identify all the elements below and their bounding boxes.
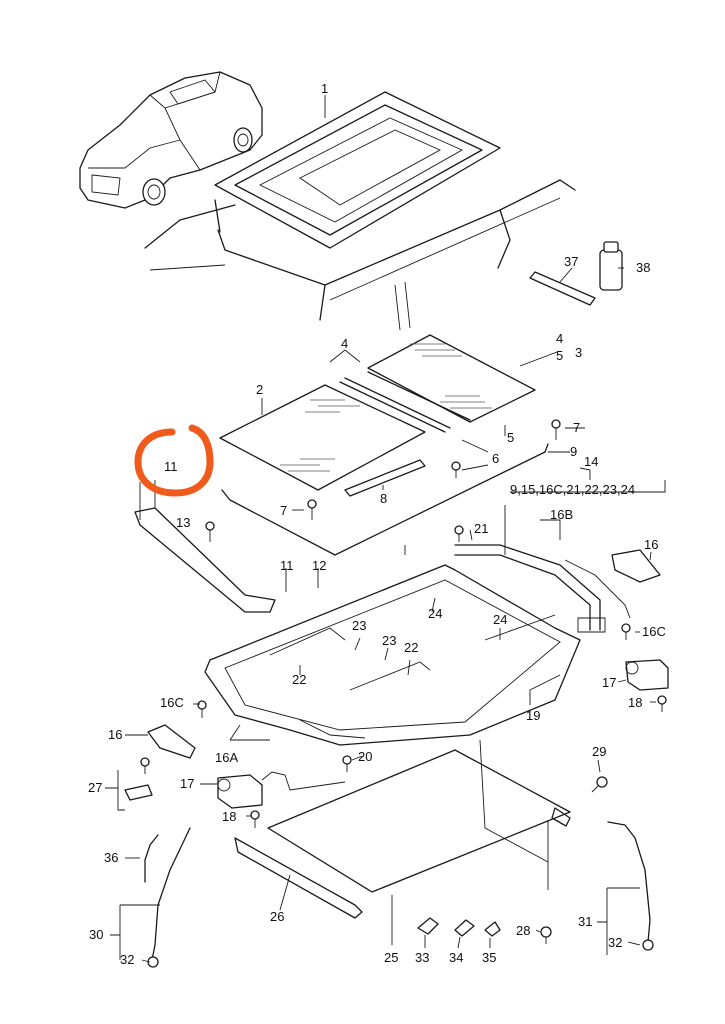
- highlight-circle: [134, 424, 214, 497]
- label-20: 20: [358, 749, 372, 764]
- leader-lines: [105, 95, 666, 963]
- roof-outline: [144, 179, 576, 331]
- label-11: 11: [280, 558, 294, 573]
- label-4: 4: [556, 331, 563, 346]
- part-26-shade-rail: [234, 837, 363, 919]
- car-thumbnail: [79, 71, 263, 209]
- label-29: 29: [592, 744, 606, 759]
- label-21: 21: [474, 521, 488, 536]
- label-17: 17: [602, 675, 616, 690]
- label-4: 4: [341, 336, 348, 351]
- label-36: 36: [104, 850, 118, 865]
- label-16C: 16C: [160, 695, 184, 710]
- label-14-list: 9,15,16C,21,22,23,24: [510, 482, 635, 497]
- screws: [140, 419, 667, 944]
- label-13: 13: [176, 515, 190, 530]
- label-38: 38: [636, 260, 650, 275]
- seal-strips: [339, 371, 471, 497]
- part-3-rear-glass: [367, 334, 536, 423]
- label-7: 7: [573, 420, 580, 435]
- label-14: 14: [584, 454, 598, 469]
- part-11-deflector: [134, 480, 276, 613]
- part-1-frame: [214, 91, 501, 249]
- label-22: 22: [292, 672, 306, 687]
- label-16: 16: [108, 727, 122, 742]
- part-17-motor-left: [217, 771, 346, 809]
- label-37: 37: [564, 254, 578, 269]
- label-32: 32: [608, 935, 622, 950]
- label-7: 7: [280, 503, 287, 518]
- part-14-guide-rail: [454, 544, 631, 633]
- part-19-main-frame: [204, 564, 581, 746]
- part-16-bracket-left: [147, 724, 196, 759]
- label-23: 23: [352, 618, 366, 633]
- part-37-grease-tube: [529, 271, 596, 306]
- label-25: 25: [384, 950, 398, 965]
- part-17-motor-right: [625, 659, 669, 691]
- label-19: 19: [526, 708, 540, 723]
- part-25-sunshade: [267, 739, 571, 893]
- label-17: 17: [180, 776, 194, 791]
- label-16B: 16B: [550, 507, 573, 522]
- label-26: 26: [270, 909, 284, 924]
- label-33: 33: [415, 950, 429, 965]
- label-3: 3: [575, 345, 582, 360]
- label-6: 6: [492, 451, 499, 466]
- label-2: 2: [256, 382, 263, 397]
- part-2-glass-panel: [219, 384, 426, 491]
- label-5: 5: [507, 430, 514, 445]
- label-27: 27: [88, 780, 102, 795]
- label-9: 9: [570, 444, 577, 459]
- label-22: 22: [404, 640, 418, 655]
- clips: [124, 784, 501, 937]
- part-16-bracket-right: [611, 549, 661, 583]
- part-labels: 1 2 3 4 4 5 5 6 7 7 8 9 11 11 12 13 14 9…: [88, 81, 666, 967]
- label-12: 12: [312, 558, 326, 573]
- label-1: 1: [321, 81, 328, 96]
- label-34: 34: [449, 950, 463, 965]
- label-32: 32: [120, 952, 134, 967]
- label-24: 24: [428, 606, 442, 621]
- label-16: 16: [644, 537, 658, 552]
- part-9-seal: [221, 443, 549, 556]
- label-16A: 16A: [215, 750, 238, 765]
- label-35: 35: [482, 950, 496, 965]
- label-18: 18: [222, 809, 236, 824]
- part-38-bottle: [599, 241, 623, 291]
- label-11: 11: [164, 459, 178, 474]
- label-8: 8: [380, 491, 387, 506]
- label-24: 24: [493, 612, 507, 627]
- part-31-drain-hose: [607, 821, 654, 951]
- label-28: 28: [516, 923, 530, 938]
- label-5: 5: [556, 348, 563, 363]
- label-18: 18: [628, 695, 642, 710]
- label-16C: 16C: [642, 624, 666, 639]
- label-31: 31: [578, 914, 592, 929]
- label-30: 30: [89, 927, 103, 942]
- label-23: 23: [382, 633, 396, 648]
- part-30-drain-hose: [147, 827, 191, 968]
